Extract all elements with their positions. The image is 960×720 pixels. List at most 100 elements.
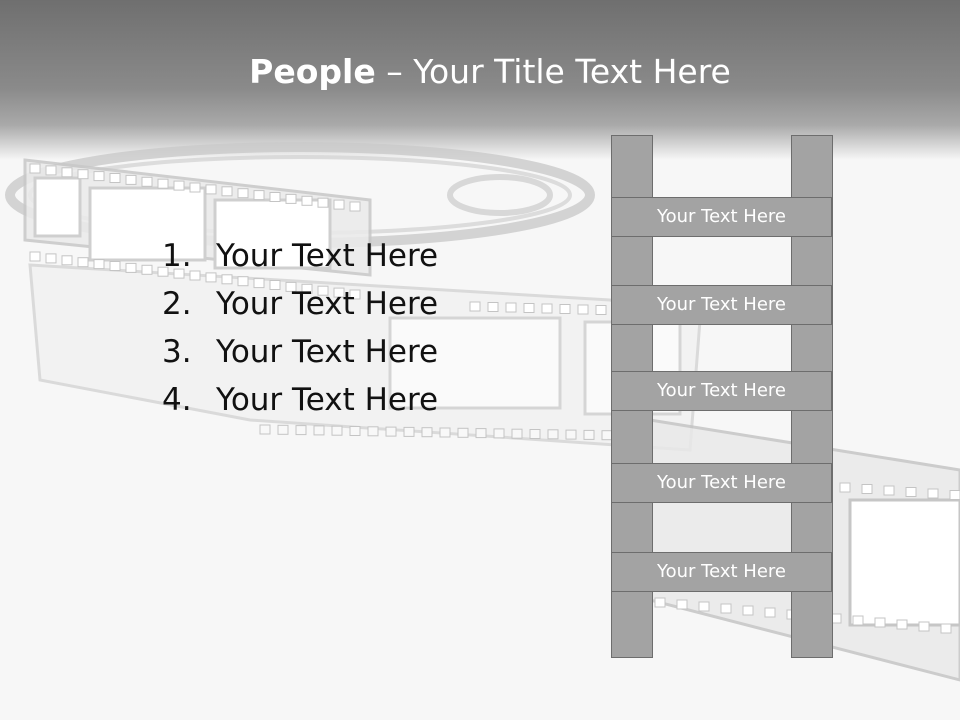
film-perforation xyxy=(654,597,666,608)
film-perforation xyxy=(109,261,121,271)
film-perforation xyxy=(511,428,523,439)
ladder-rung: Your Text Here xyxy=(611,197,832,237)
film-perforation xyxy=(940,623,952,634)
film-perforation xyxy=(237,188,249,199)
list-text: Your Text Here xyxy=(216,238,439,274)
film-perforation xyxy=(277,424,289,435)
film-perforation xyxy=(285,281,297,292)
film-perforation xyxy=(883,485,895,496)
film-perforation xyxy=(77,169,89,180)
list-item: 4. Your Text Here xyxy=(162,376,438,424)
film-perforation xyxy=(583,429,595,440)
film-perforation xyxy=(259,424,271,435)
film-perforation xyxy=(45,165,57,176)
film-perforation xyxy=(487,302,499,312)
list-number: 4. xyxy=(162,382,192,418)
film-perforation xyxy=(676,599,688,610)
film-perforation xyxy=(949,490,960,500)
film-perforation xyxy=(475,428,487,439)
film-perforation xyxy=(189,182,201,193)
ladder-rung: Your Text Here xyxy=(611,371,832,411)
list-text: Your Text Here xyxy=(216,382,439,418)
film-perforation xyxy=(505,302,517,313)
film-perforation xyxy=(29,163,41,174)
film-perforation xyxy=(367,426,379,437)
film-perforation xyxy=(93,171,105,182)
film-perforation xyxy=(141,264,153,275)
film-perforation xyxy=(313,425,325,436)
ladder-rung: Your Text Here xyxy=(611,463,832,503)
film-perforation xyxy=(125,174,137,185)
film-perforation xyxy=(439,427,451,438)
film-perforation xyxy=(221,274,233,285)
film-perforation xyxy=(896,619,908,630)
film-perforation xyxy=(874,617,886,628)
film-perforation xyxy=(205,272,217,283)
film-perforation xyxy=(253,278,265,289)
film-perforation xyxy=(523,303,535,313)
film-perforation xyxy=(577,304,589,315)
film-perforation xyxy=(205,184,217,195)
film-perforation xyxy=(295,425,307,436)
list-number: 2. xyxy=(162,286,192,322)
film-perforation xyxy=(61,167,73,178)
film-perforation xyxy=(493,428,505,439)
film-perforation xyxy=(285,193,297,204)
film-perforation xyxy=(45,253,57,264)
film-perforation xyxy=(764,607,776,618)
film-perforation xyxy=(565,429,577,440)
film-perforation xyxy=(421,427,433,438)
film-perforation xyxy=(918,621,930,632)
list-number: 1. xyxy=(162,238,192,274)
film-perforation xyxy=(927,488,939,499)
list-text: Your Text Here xyxy=(216,286,439,322)
film-perforation xyxy=(237,276,249,287)
film-perforation xyxy=(157,178,169,189)
list-text: Your Text Here xyxy=(216,334,439,370)
film-perforation xyxy=(269,192,281,202)
ladder-rung: Your Text Here xyxy=(611,552,832,592)
film-perforation xyxy=(317,197,329,208)
film-perforation xyxy=(403,426,415,437)
film-perforation xyxy=(77,257,89,268)
film-perforation xyxy=(541,303,553,314)
list-item: 3.Your Text Here xyxy=(162,328,438,376)
film-perforation xyxy=(333,199,345,210)
film-perforation xyxy=(125,262,137,273)
film-perforation xyxy=(349,289,361,300)
title-bold: People xyxy=(249,52,376,91)
film-perforation xyxy=(349,201,361,212)
film-perforation xyxy=(173,268,185,279)
ladder-rung: Your Text Here xyxy=(611,285,832,325)
film-perforation xyxy=(905,487,917,497)
film-perforation xyxy=(29,251,41,262)
ladder-diagram: Your Text Here Your Text Here Your Text … xyxy=(611,135,834,658)
film-perforation xyxy=(720,603,732,614)
film-perforation xyxy=(698,601,710,612)
film-perforation xyxy=(173,180,185,191)
film-perforation xyxy=(157,266,169,277)
film-perforation xyxy=(595,305,607,315)
film-perforation xyxy=(61,255,73,266)
film-perforation xyxy=(742,605,754,616)
numbered-list: 1. Your Text Here 2. Your Text Here 3.Your… xyxy=(162,232,438,424)
list-item: 1. Your Text Here xyxy=(162,232,438,280)
film-perforation xyxy=(529,429,541,439)
film-perforation xyxy=(109,173,121,183)
film-perforation xyxy=(547,429,559,440)
film-perforation xyxy=(93,259,105,270)
title-rest: – Your Title Text Here xyxy=(375,52,731,91)
film-perforation xyxy=(331,425,343,436)
film-perforation xyxy=(852,615,864,626)
film-perforation xyxy=(457,427,469,438)
film-perforation xyxy=(269,280,281,290)
film-perforation xyxy=(333,287,345,298)
film-perforation xyxy=(253,190,265,201)
film-perforation xyxy=(469,301,481,312)
film-perforation xyxy=(385,426,397,437)
film-perforation xyxy=(861,484,873,494)
page-title: People – Your Title Text Here xyxy=(0,52,960,91)
film-perforation xyxy=(349,426,361,436)
